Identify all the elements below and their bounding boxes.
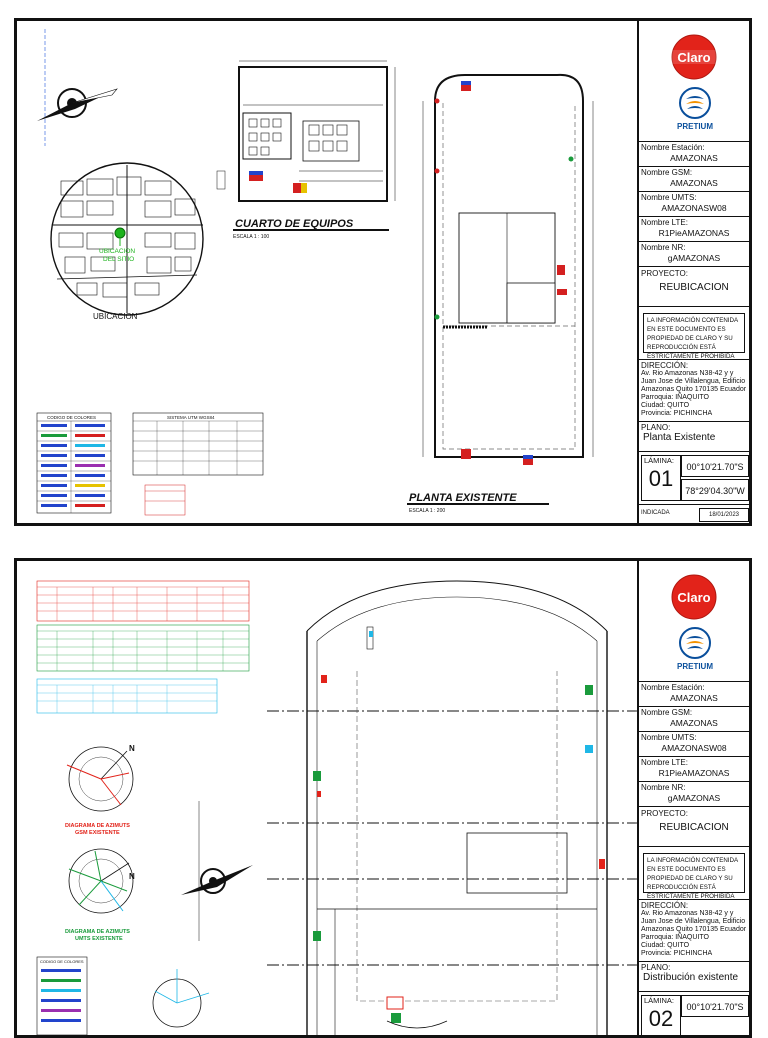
escala-value: INDICADA (641, 510, 670, 516)
title-block: Claro PRETIUM Nombre Estación:AMAZONAS N… (637, 561, 749, 1035)
gsm-field: Nombre GSM:AMAZONAS (639, 707, 749, 732)
svg-text:PRETIUM: PRETIUM (677, 662, 713, 671)
drawing-sheet-2: N DIAGRAMA DE AZIMUTS GSM EXISTENTE N DI… (14, 558, 752, 1038)
lte-antenna-table (36, 678, 218, 714)
umts-diagram-sub: UMTS EXISTENTE (75, 936, 123, 942)
legal-notice: LA INFORMACIÓN CONTENIDA EN ESTE DOCUMEN… (639, 307, 749, 360)
title-block: Claro PRETIUM Nombre Estación:AMAZONAS N… (637, 21, 749, 523)
building-plan (267, 580, 637, 1035)
gsm-diagram-sub: GSM EXISTENTE (75, 830, 120, 836)
codigo-colores-title: CODIGO DE COLORES (40, 959, 84, 964)
gsm-north-label: N (129, 744, 135, 753)
north-arrow-icon (37, 29, 118, 146)
lamina-section: LÁMINA: 02 00°10'21.70"S (639, 992, 749, 1035)
ubicacion-sitio-label-2: DEL SITIO (103, 256, 134, 263)
umts-field: Nombre UMTS:AMAZONASW08 (639, 732, 749, 757)
pretium-logo-icon: PRETIUM (677, 627, 713, 671)
svg-text:Claro: Claro (677, 50, 710, 65)
lte-field: Nombre LTE:R1PieAMAZONAS (639, 217, 749, 242)
lte-field: Nombre LTE:R1PieAMAZONAS (639, 757, 749, 782)
lamina-box: LÁMINA: 01 (641, 455, 681, 501)
drawing-sheet-1: UBICACION DEL SITIO UBICACION (14, 18, 752, 526)
claro-logo-icon: Claro (665, 34, 723, 80)
fecha-value: 18/01/2023 (699, 508, 749, 522)
umts-north-label: N (129, 872, 135, 881)
drawing-area: N DIAGRAMA DE AZIMUTS GSM EXISTENTE N DI… (17, 561, 637, 1035)
nr-field: Nombre NR:gAMAZONAS (639, 242, 749, 267)
svg-text:Claro: Claro (677, 590, 710, 605)
plano-field: PLANO:Distribución existente (639, 962, 749, 992)
umts-diagram-title: DIAGRAMA DE AZIMUTS (65, 929, 130, 935)
pretium-logo-icon: PRETIUM (677, 87, 713, 131)
nr-field: Nombre NR:gAMAZONAS (639, 782, 749, 807)
longitude-box: 78°29'04.30"W (681, 479, 749, 501)
planta-existente-plan (422, 73, 594, 465)
planta-existente-title: PLANTA EXISTENTE (409, 492, 517, 504)
gsm-field: Nombre GSM:AMAZONAS (639, 167, 749, 192)
direccion-field: DIRECCIÓN: Av. Rio Amazonas N38-42 y y J… (639, 900, 749, 962)
codigo-colores-table: CODIGO DE COLORES (36, 956, 88, 1035)
cuarto-equipos-scale: ESCALA 1 : 100 (233, 234, 269, 240)
logo-area: Claro PRETIUM (639, 21, 749, 142)
proyecto-field: PROYECTO:REUBICACION (639, 267, 749, 307)
latitude-box: 00°10'21.70"S (681, 995, 749, 1017)
svg-text:PRETIUM: PRETIUM (677, 122, 713, 131)
umts-antenna-table (36, 624, 250, 672)
claro-logo-icon: Claro (671, 574, 717, 620)
distribucion-existente-drawing: N DIAGRAMA DE AZIMUTS GSM EXISTENTE N DI… (36, 580, 637, 1035)
codigo-colores-title: CODIGO DE COLORES (47, 415, 96, 420)
utm-table: SISTEMA UTM WGS84 (132, 412, 264, 516)
estacion-field: Nombre Estación:AMAZONAS (639, 142, 749, 167)
plano-field: PLANO:Planta Existente (639, 422, 749, 452)
ubicacion-sitio-label: UBICACION (99, 248, 135, 255)
umts-azimuth-diagram: N DIAGRAMA DE AZIMUTS UMTS EXISTENTE (65, 848, 135, 942)
cuarto-equipos-title: CUARTO DE EQUIPOS (235, 218, 354, 230)
lamina-section: LÁMINA: 01 00°10'21.70"S 78°29'04.30"W (639, 452, 749, 505)
location-map: UBICACION DEL SITIO (50, 162, 204, 316)
planta-existente-scale: ESCALA 1 : 200 (409, 508, 445, 514)
utm-table-title: SISTEMA UTM WGS84 (167, 415, 215, 420)
logo-area: Claro PRETIUM (639, 561, 749, 682)
ubicacion-label: UBICACION (93, 312, 138, 321)
gsm-diagram-title: DIAGRAMA DE AZIMUTS (65, 823, 130, 829)
proyecto-field: PROYECTO:REUBICACION (639, 807, 749, 847)
legal-notice: LA INFORMACIÓN CONTENIDA EN ESTE DOCUMEN… (639, 847, 749, 900)
lte-azimuth-diagram (152, 969, 210, 1028)
gsm-azimuth-diagram: N DIAGRAMA DE AZIMUTS GSM EXISTENTE (65, 744, 135, 836)
footer-section: INDICADA 18/01/2023 (639, 505, 749, 523)
cuarto-equipos-plan (216, 60, 396, 202)
codigo-colores-table: CODIGO DE COLORES (36, 412, 112, 514)
planta-existente-drawing: UBICACION DEL SITIO UBICACION (36, 29, 594, 516)
umts-field: Nombre UMTS:AMAZONASW08 (639, 192, 749, 217)
lamina-box: LÁMINA: 02 (641, 995, 681, 1035)
estacion-field: Nombre Estación:AMAZONAS (639, 682, 749, 707)
gsm-antenna-table (36, 580, 250, 622)
north-arrow-icon (181, 801, 253, 941)
direccion-field: DIRECCIÓN: Av. Rio Amazonas N38-42 y y J… (639, 360, 749, 422)
drawing-area: UBICACION DEL SITIO UBICACION (17, 21, 637, 523)
latitude-box: 00°10'21.70"S (681, 455, 749, 477)
